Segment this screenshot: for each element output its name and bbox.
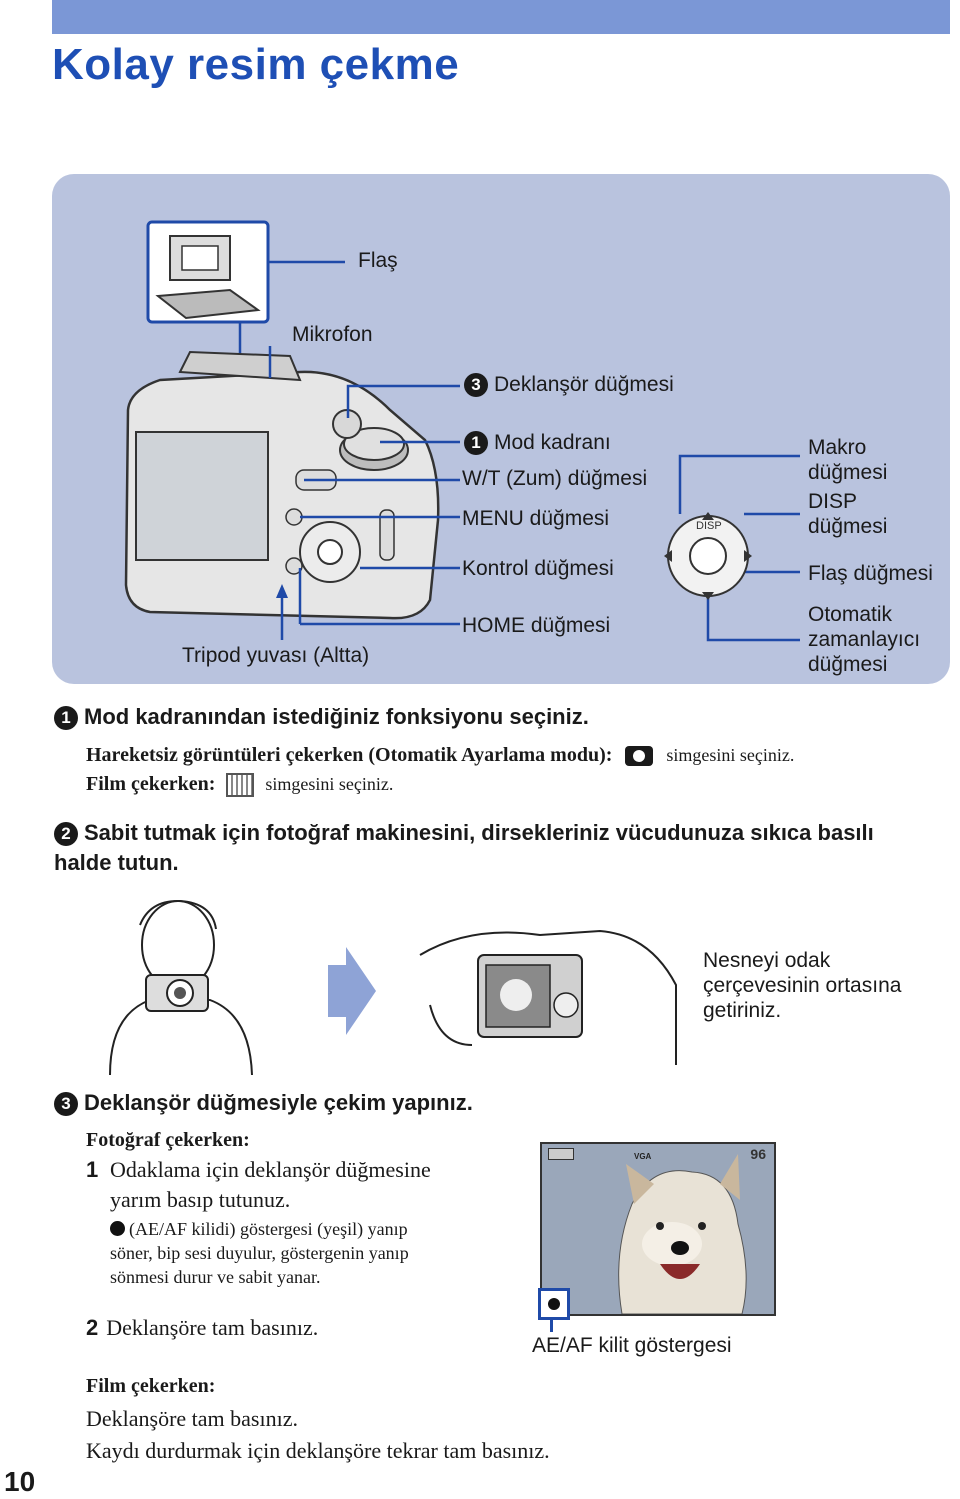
movie-heading: Film çekerken:: [86, 1375, 216, 1397]
lcd-screen: 96 VGA: [540, 1142, 776, 1316]
zoom-label: W/T (Zum) düğmesi: [462, 467, 648, 490]
step-number: 2: [54, 822, 78, 847]
control-label: Kontrol düğmesi: [462, 557, 614, 580]
item1-note: (AE/AF kilidi) göstergesi (yeşil) yanıp …: [110, 1217, 440, 1289]
step3-title-text: Deklanşör düğmesiyle çekim yapınız.: [84, 1090, 473, 1115]
flash-button-label: Flaş düğmesi: [808, 562, 933, 585]
mode-dial-label: 1 Mod kadranı: [464, 430, 611, 456]
item1-note-text: (AE/AF kilidi) göstergesi (yeşil) yanıp …: [110, 1219, 409, 1287]
ae-af-lock-indicator: [538, 1288, 570, 1320]
callout-line: [550, 1318, 553, 1332]
disp-label: DISP düğmesi: [808, 490, 888, 538]
film-icon: [226, 773, 255, 798]
still-label: Hareketsiz görüntüleri çekerken (Otomati…: [86, 744, 613, 766]
flash-label: Flaş: [358, 249, 398, 272]
battery-icon: [548, 1148, 574, 1160]
dog-photo: [542, 1144, 774, 1314]
home-label: HOME düğmesi: [462, 614, 611, 637]
ae-af-label: AE/AF kilit göstergesi: [532, 1334, 732, 1357]
step2-caption: Nesneyi odak çerçevesinin ortasına getir…: [703, 949, 902, 1022]
step-number: 3: [464, 373, 488, 398]
header-bar: [52, 0, 950, 34]
step3-item1: 1 Odaklama için deklanşör düğmesine yarı…: [86, 1155, 506, 1215]
photo-heading: Fotoğraf çekerken:: [86, 1129, 250, 1151]
shutter-label: 3 Deklanşör düğmesi: [464, 372, 674, 398]
item1-text: Odaklama için deklanşör düğmesine yarım …: [110, 1157, 431, 1212]
step3-item2: 2 Deklanşöre tam basınız.: [86, 1313, 318, 1343]
menu-label: MENU düğmesi: [462, 507, 610, 530]
still-suffix: simgesini seçiniz.: [666, 745, 795, 765]
shutter-text: Deklanşör düğmesi: [494, 373, 674, 396]
item1-number: 1: [86, 1157, 99, 1182]
step-number: 3: [54, 1092, 78, 1117]
page-number: 10: [4, 1466, 36, 1497]
disp-badge: DISP: [696, 520, 722, 532]
step1-movie-line: Film çekerken: simgesini seçiniz.: [86, 770, 393, 798]
ae-af-dot-icon: [548, 1298, 560, 1310]
tripod-label: Tripod yuvası (Altta): [182, 644, 370, 667]
item2-text: Deklanşöre tam basınız.: [106, 1315, 319, 1340]
movie-line2: Kaydı durdurmak için deklanşöre tekrar t…: [86, 1438, 550, 1463]
macro-label: Makro düğmesi: [808, 436, 888, 484]
self-timer-label: Otomatik zamanlayıcı düğmesi: [808, 603, 921, 676]
step2-title-text: Sabit tutmak için fotoğraf makinesini, d…: [54, 820, 874, 875]
shot-count: 96: [750, 1146, 766, 1162]
ae-af-dot-icon: [110, 1221, 125, 1236]
movie-suffix: simgesini seçiniz.: [265, 774, 394, 794]
camera-illustration: [124, 220, 800, 642]
item2-number: 2: [86, 1315, 99, 1340]
mode-dial-text: Mod kadranı: [494, 431, 611, 454]
movie-label: Film çekerken:: [86, 773, 216, 795]
microphone-label: Mikrofon: [292, 323, 373, 346]
movie-line1: Deklanşöre tam basınız.: [86, 1406, 298, 1431]
vga-indicator: VGA: [634, 1152, 652, 1161]
holding-camera-illustration: [109, 899, 677, 1076]
camera-icon: [625, 746, 654, 767]
page-title: Kolay resim çekme: [52, 40, 460, 89]
step-number: 1: [54, 706, 78, 731]
step1-title-text: Mod kadranından istediğiniz fonksiyonu s…: [84, 704, 589, 729]
step-number: 1: [464, 431, 488, 456]
step1-still-line: Hareketsiz görüntüleri çekerken (Otomati…: [86, 741, 794, 769]
